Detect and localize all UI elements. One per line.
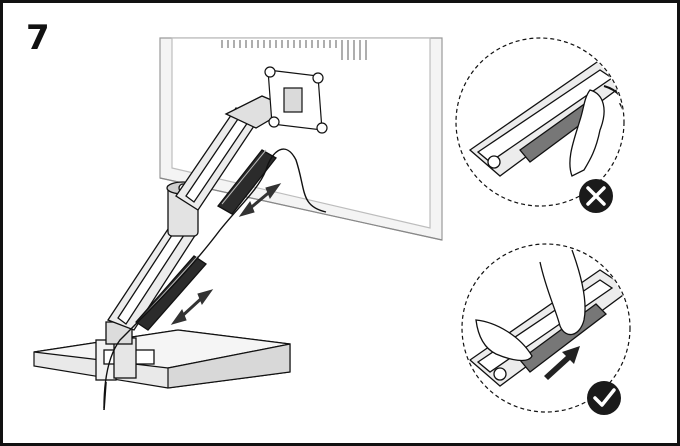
wrong-hand [569,89,605,177]
right-hand-upper [539,249,586,336]
cable [103,148,327,409]
check-circle-icon [587,381,621,415]
slide-arrow-lower [170,289,214,325]
lower-cable-cover [135,255,207,331]
right-hand-lower [475,319,533,362]
step-number: 7 [26,18,50,58]
x-circle-icon [579,179,613,213]
vesa-mount [264,66,328,134]
monitor-vents [221,40,367,60]
push-arrow [544,346,580,380]
slide-arrow-upper [238,183,282,217]
upper-cable-cover [217,149,277,215]
desk-clamp [95,321,155,411]
panel-right [461,243,631,415]
desk [33,329,291,389]
panel-wrong [455,37,625,213]
monitor [159,37,443,241]
